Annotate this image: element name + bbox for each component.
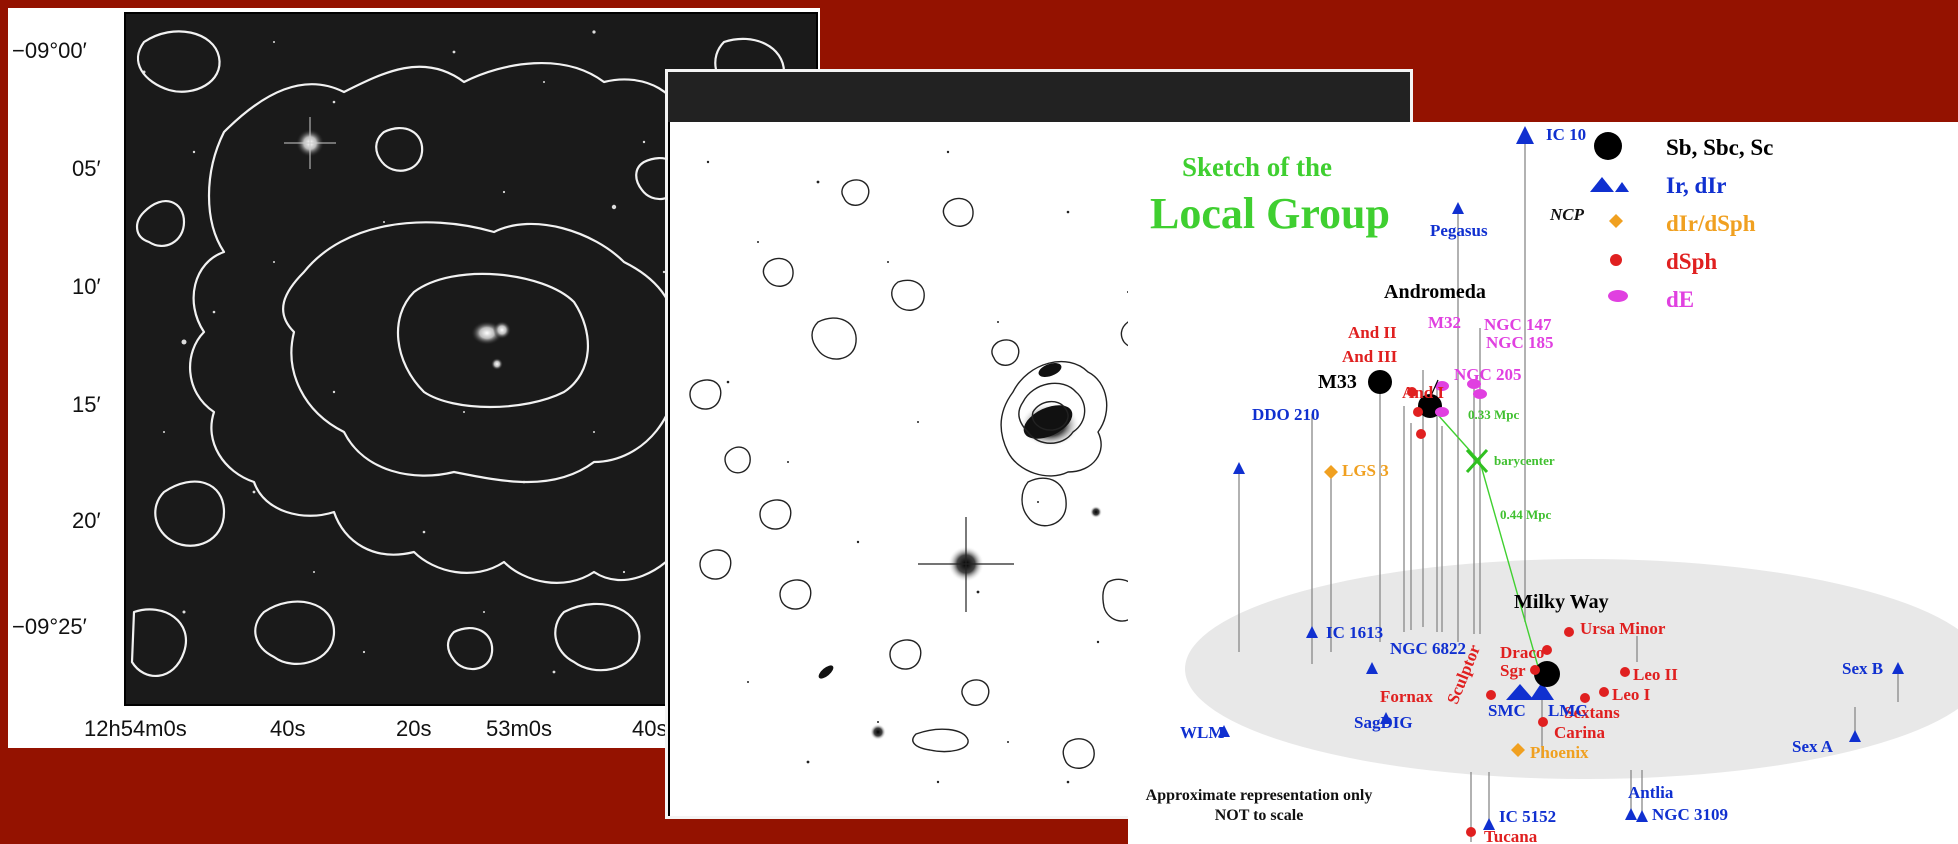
dec-label-1: 05′ <box>72 156 101 181</box>
ra-label-1: 40s <box>270 716 306 741</box>
local-group-sketch-panel: Sketch of the Local Group NCP Sb, Sbc, S… <box>1128 122 1958 844</box>
hi-contours-black <box>689 150 1369 784</box>
label-sex-b: Sex B <box>1842 659 1884 678</box>
legend-label-transition: dIr/dSph <box>1666 211 1756 236</box>
label-sgr: Sgr <box>1500 661 1526 680</box>
label-ngc3109: NGC 3109 <box>1652 805 1729 824</box>
label-lmc: LMC <box>1548 701 1588 720</box>
scale-note: Approximate representation only NOT to s… <box>1128 786 1390 826</box>
ra-label-0: 12h54m0s <box>84 716 187 741</box>
dec-label-2: 10′ <box>72 274 101 299</box>
label-andromeda: Andromeda <box>1384 281 1486 303</box>
label-sextans: Sextans <box>1564 703 1620 722</box>
dec-label-4: 20′ <box>72 508 101 533</box>
label-pegasus: Pegasus <box>1430 221 1488 240</box>
dec-label-5: −09°25′ <box>12 614 87 639</box>
label-sex-a: Sex A <box>1792 737 1834 756</box>
local-group-diagram <box>1185 126 1958 842</box>
label-ic10: IC 10 <box>1546 125 1587 144</box>
label-fornax: Fornax <box>1380 687 1433 706</box>
label-barycenter: barycenter <box>1494 453 1555 468</box>
label-ncp: NCP <box>1550 205 1584 224</box>
label-leo-ii: Leo II <box>1633 665 1678 684</box>
label-m33: M33 <box>1318 371 1357 393</box>
label-antlia: Antlia <box>1628 783 1674 802</box>
ra-label-4: 40s <box>632 716 668 741</box>
left-tick-axis <box>668 122 670 816</box>
dec-label-0: −09°00′ <box>12 38 87 63</box>
label-sagdig: SagDIG <box>1354 713 1413 732</box>
dec-label-3: 15′ <box>72 392 101 417</box>
label-ngc205: NGC 205 <box>1454 365 1522 384</box>
top-dark-strip <box>668 72 1410 122</box>
legend-label-spirals: Sb, Sbc, Sc <box>1666 135 1774 160</box>
label-phoenix: Phoenix <box>1530 743 1589 762</box>
label-carina: Carina <box>1554 723 1605 742</box>
label-distance-1: 0.33 Mpc <box>1468 407 1520 422</box>
legend-label-de: dE <box>1666 287 1695 312</box>
scale-note-line-2: NOT to scale <box>1214 807 1304 824</box>
label-smc: SMC <box>1488 701 1526 720</box>
label-and-ii: And II <box>1348 323 1397 342</box>
label-tucana: Tucana <box>1484 827 1538 844</box>
label-and-iii: And III <box>1342 347 1398 366</box>
label-ic1613: IC 1613 <box>1326 623 1384 642</box>
label-and-i: And I <box>1402 383 1445 402</box>
label-m32: M32 <box>1428 313 1462 332</box>
label-draco: Draco <box>1500 643 1545 662</box>
legend-label-irregulars: Ir, dIr <box>1666 173 1727 198</box>
scale-note-line-1: Approximate representation only <box>1145 787 1373 804</box>
title-line-1: Sketch of the <box>1182 152 1332 182</box>
ra-label-3: 53m0s <box>486 716 553 741</box>
label-ngc147: NGC 147 <box>1484 315 1552 334</box>
milky-way-disk-plane <box>1185 559 1958 779</box>
label-wlm: WLM <box>1180 723 1225 742</box>
label-ursa-minor: Ursa Minor <box>1580 619 1666 638</box>
title-line-2: Local Group <box>1150 189 1391 238</box>
label-leo-i: Leo I <box>1612 685 1651 704</box>
label-ddo210: DDO 210 <box>1252 405 1320 424</box>
label-ngc6822: NGC 6822 <box>1390 639 1467 658</box>
label-ngc185: NGC 185 <box>1486 333 1554 352</box>
ra-label-2: 20s <box>396 716 432 741</box>
label-distance-2: 0.44 Mpc <box>1500 507 1552 522</box>
label-ic5152: IC 5152 <box>1499 807 1557 826</box>
legend-label-dsph: dSph <box>1666 249 1718 274</box>
label-lgs3: LGS 3 <box>1342 461 1389 480</box>
label-milky-way: Milky Way <box>1514 591 1609 613</box>
